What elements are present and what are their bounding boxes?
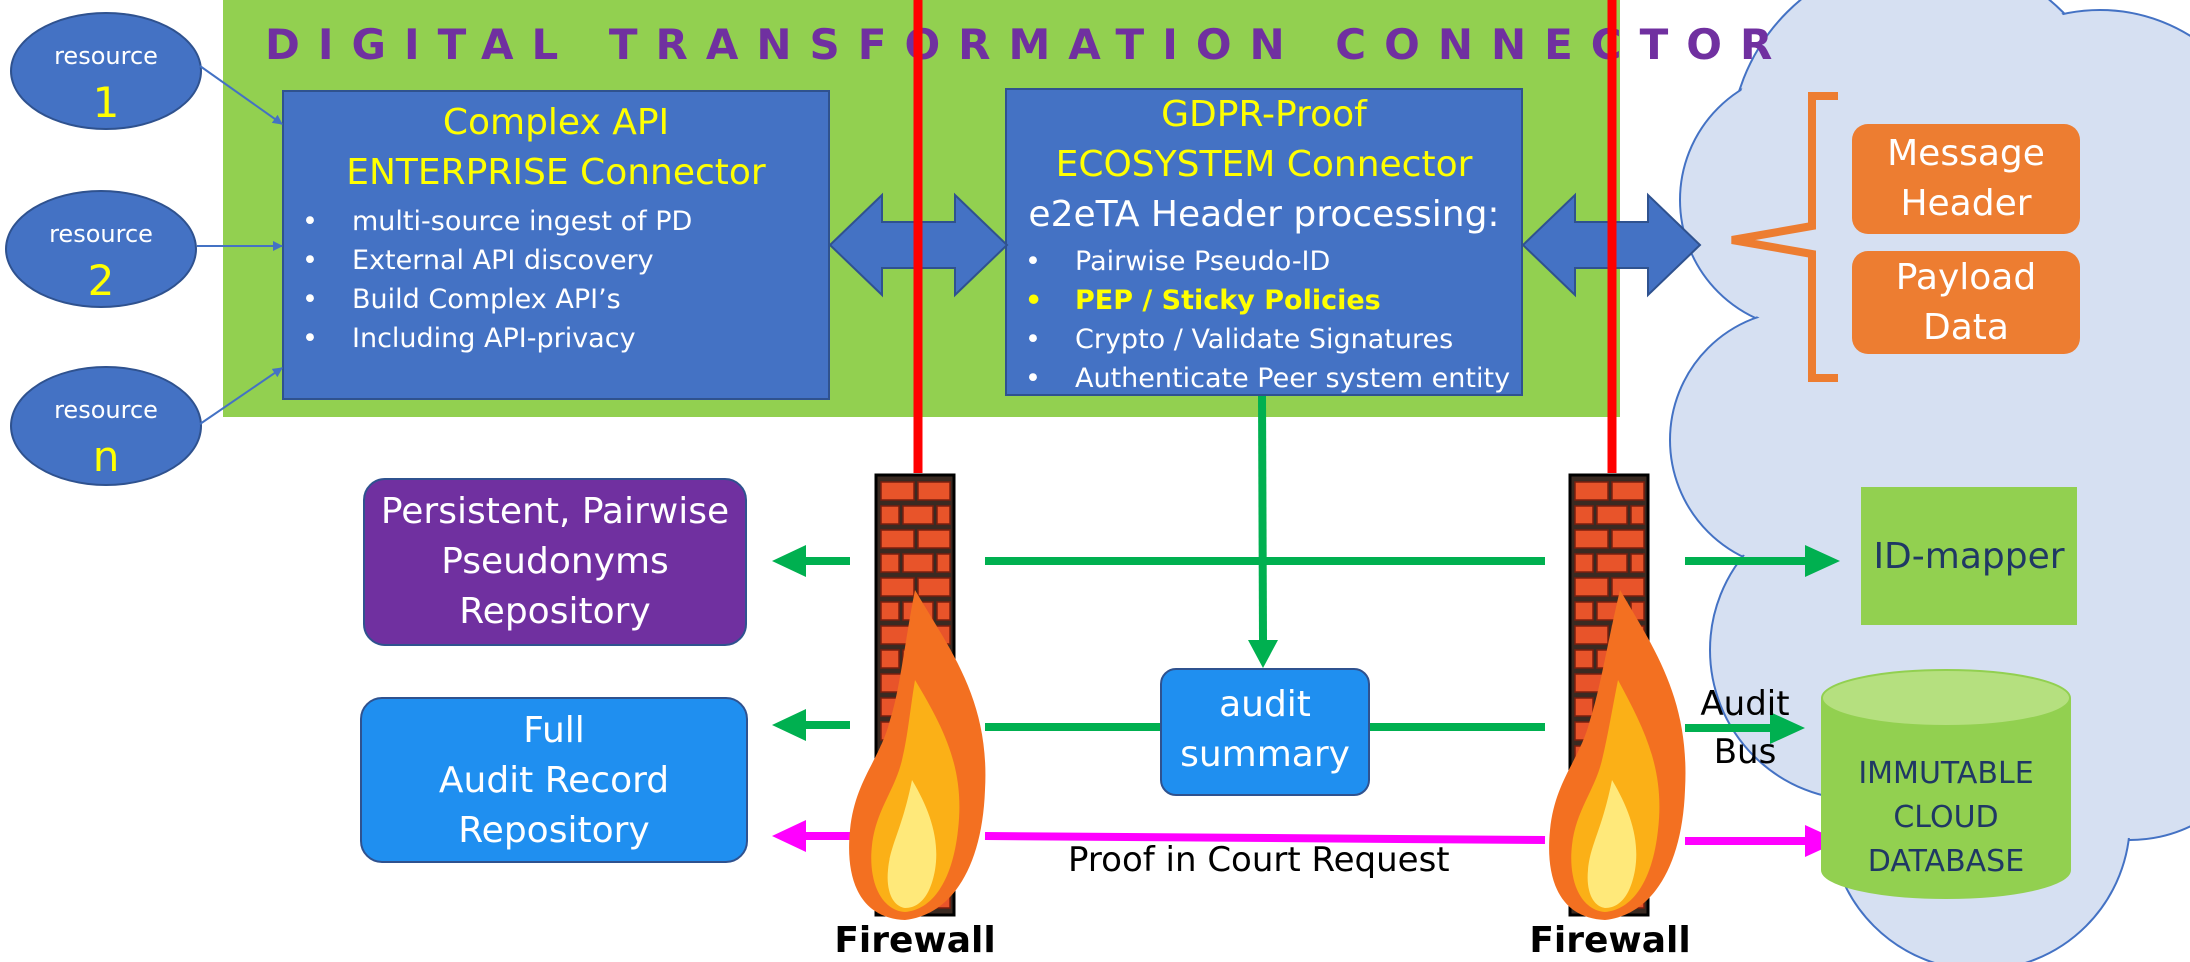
enterprise-feature: Including API-privacy xyxy=(302,319,692,358)
proof-request-label: Proof in Court Request xyxy=(1068,840,1450,880)
resource-2-node: resource 2 xyxy=(5,190,197,308)
enterprise-feature: multi-source ingest of PD xyxy=(302,202,692,241)
ecosystem-feature: Authenticate Peer system entity xyxy=(1025,359,1510,398)
audit-summary-box: audit summary xyxy=(1160,668,1370,796)
audit-bus-line: Bus xyxy=(1713,732,1777,772)
ecosystem-title-line2: ECOSYSTEM Connector xyxy=(1055,144,1473,185)
payload-data-block: Payload Data xyxy=(1852,251,2080,354)
audit-bus-label: Audit Bus xyxy=(1698,680,1792,776)
audit-feed-line xyxy=(1258,395,1267,641)
band-title: DIGITAL TRANSFORMATION CONNECTOR xyxy=(265,20,1791,69)
proof-left-arrowhead xyxy=(772,820,806,852)
repo-line: Repository xyxy=(459,591,651,632)
resource-label: resource xyxy=(49,220,153,248)
resource-n-connector xyxy=(199,367,283,425)
repo-line: Repository xyxy=(458,810,650,851)
message-header-line2: Header xyxy=(1900,183,2032,224)
enterprise-feature: Build Complex API’s xyxy=(302,280,692,319)
repo-line: Audit Record xyxy=(438,760,670,801)
firewall-right-label: Firewall xyxy=(1529,920,1691,961)
database-line: DATABASE xyxy=(1867,844,2025,879)
audit-bus-arrowhead xyxy=(1770,712,1805,744)
ecosystem-feature: Pairwise Pseudo-ID xyxy=(1025,242,1510,281)
ecosystem-feature: Crypto / Validate Signatures xyxy=(1025,320,1510,359)
database-line: CLOUD xyxy=(1893,800,1999,835)
resource-label: resource xyxy=(54,42,158,70)
id-mapper-box: ID-mapper xyxy=(1861,487,2077,625)
database-line: IMMUTABLE xyxy=(1858,756,2034,791)
enterprise-connector-box: Complex API ENTERPRISE Connector multi-s… xyxy=(282,90,830,400)
immutable-database-label: IMMUTABLE CLOUD DATABASE xyxy=(1822,752,2070,884)
firewall-right-icon xyxy=(1549,473,1686,920)
enterprise-title-line1: Complex API xyxy=(442,102,670,143)
audit-summary-line: audit xyxy=(1219,684,1311,725)
id-mapper-arrowhead xyxy=(1805,545,1840,577)
payload-line2: Data xyxy=(1923,307,2009,348)
resource-number: 2 xyxy=(87,256,115,305)
resource-number: n xyxy=(92,432,120,481)
ecosystem-subtitle: e2eTA Header processing: xyxy=(1028,194,1500,235)
firewall-left-icon xyxy=(849,473,986,920)
firewall-left-label: Firewall xyxy=(834,920,996,961)
audit-summary-line: summary xyxy=(1180,734,1350,775)
audit-feed-arrowhead xyxy=(1248,640,1278,668)
pseudonym-left-arrowhead xyxy=(772,545,806,577)
full-audit-record-repository: Full Audit Record Repository xyxy=(360,697,748,863)
ecosystem-feature-highlighted: PEP / Sticky Policies xyxy=(1025,281,1510,320)
audit-left-arrowhead xyxy=(772,709,806,741)
enterprise-feature: External API discovery xyxy=(302,241,692,280)
repo-line: Persistent, Pairwise xyxy=(380,491,730,532)
header-payload-brace xyxy=(1731,92,1838,382)
resource-n-node: resource n xyxy=(10,366,202,486)
repo-line: Pseudonyms xyxy=(441,541,669,582)
resource-label: resource xyxy=(54,396,158,424)
ecosystem-title-line1: GDPR-Proof xyxy=(1161,94,1367,135)
enterprise-feature-list: multi-source ingest of PD External API d… xyxy=(302,202,692,358)
pseudonyms-repository: Persistent, Pairwise Pseudonyms Reposito… xyxy=(363,478,747,646)
ecosystem-connector-box: GDPR-Proof ECOSYSTEM Connector e2eTA Hea… xyxy=(1005,88,1523,398)
resource-1-connector xyxy=(199,65,283,125)
repo-line: Full xyxy=(523,710,585,751)
resource-1-node: resource 1 xyxy=(10,12,202,130)
payload-line1: Payload xyxy=(1895,257,2037,298)
resource-number: 1 xyxy=(92,78,120,127)
message-header-block: Message Header xyxy=(1852,124,2080,234)
message-header-line1: Message xyxy=(1887,133,2045,174)
immutable-database-cylinder xyxy=(1821,669,2071,899)
audit-bus-line: Audit xyxy=(1700,684,1790,724)
enterprise-title-line2: ENTERPRISE Connector xyxy=(346,152,766,193)
proof-request-line xyxy=(984,832,1546,844)
ecosystem-feature-list: Pairwise Pseudo-ID PEP / Sticky Policies… xyxy=(1025,242,1510,398)
